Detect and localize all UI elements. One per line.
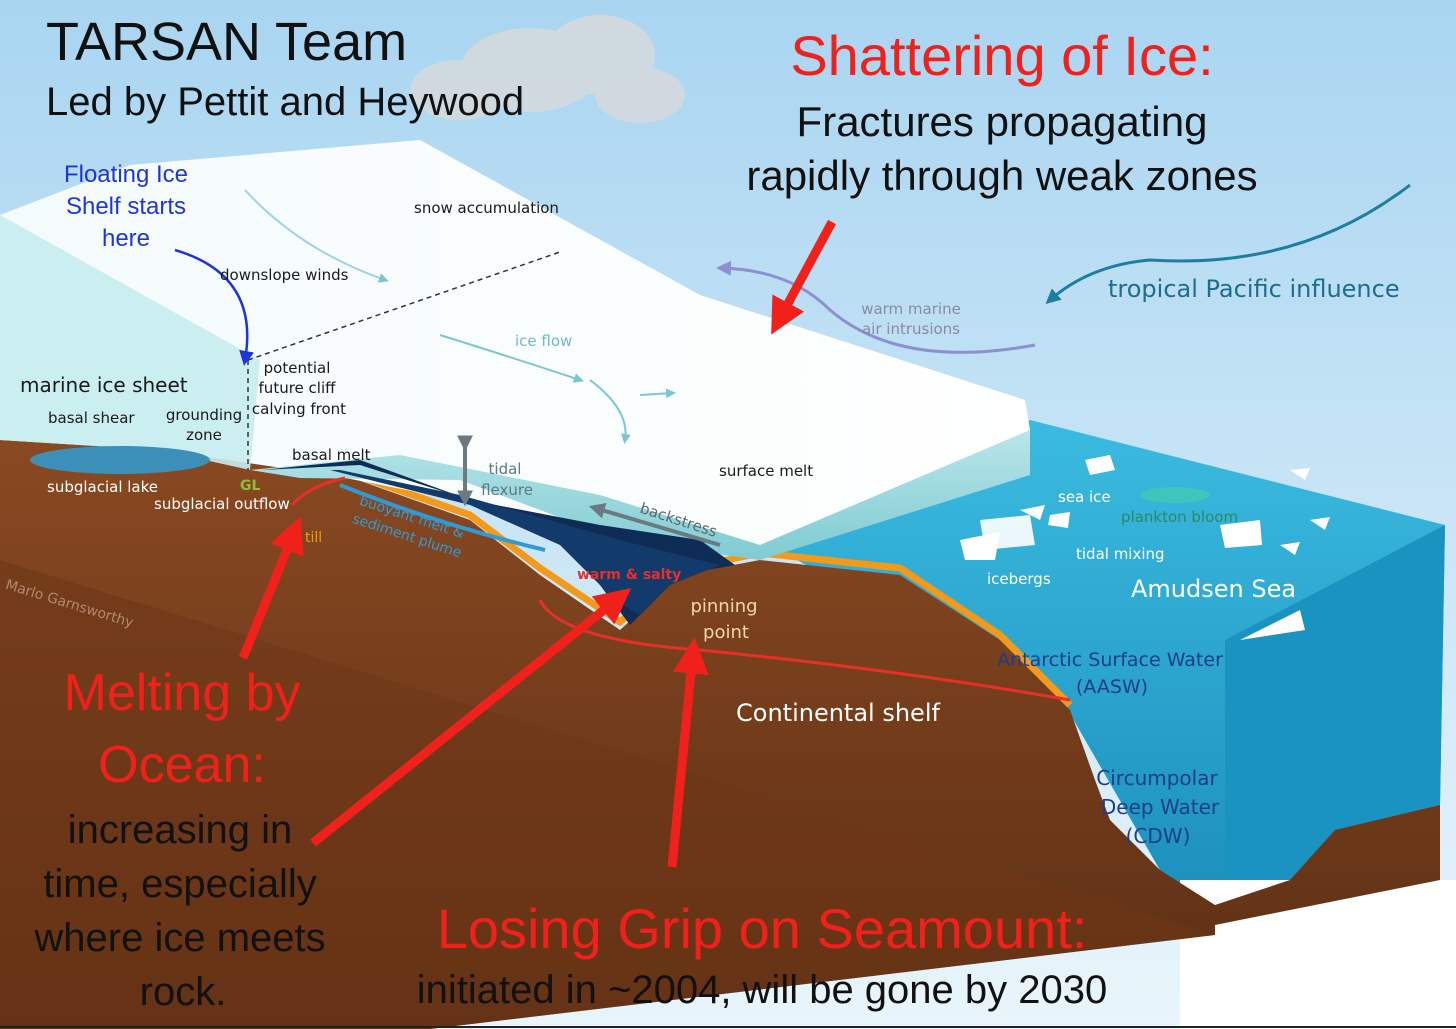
label-basal-melt: basal melt: [292, 446, 371, 464]
label-tropical-pacific: tropical Pacific influence: [1108, 275, 1400, 303]
label-till: till: [305, 530, 323, 546]
label-potential-3: calving front: [251, 400, 347, 418]
label-basal-shear: basal shear: [48, 409, 135, 427]
label-warm-marine-2: air intrusions: [861, 320, 961, 338]
label-tidal-mixing: tidal mixing: [1076, 545, 1165, 563]
label-tidal-2: flexure: [481, 481, 533, 499]
label-warm-salty: warm & salty: [577, 567, 682, 583]
label-subglacial-lake: subglacial lake: [47, 478, 159, 496]
melting-title-1: Melting by: [63, 664, 301, 722]
label-sea-ice: sea ice: [1058, 488, 1111, 506]
label-grounding-1: grounding: [165, 406, 243, 424]
label-ice-flow: ice flow: [515, 332, 573, 350]
page-subtitle: Led by Pettit and Heywood: [46, 80, 525, 124]
shattering-line2: rapidly through weak zones: [746, 152, 1258, 199]
label-gl: GL: [240, 478, 261, 494]
label-surface-melt: surface melt: [719, 462, 814, 480]
label-tidal-1: tidal: [488, 460, 522, 478]
melting-title-2: Ocean:: [98, 736, 266, 794]
label-aasw-1: Antarctic Surface Water: [997, 649, 1223, 671]
melting-line2: time, especially: [43, 862, 317, 906]
grip-line1: initiated in ~2004, will be gone by 2030: [416, 968, 1108, 1012]
label-grounding-2: zone: [186, 426, 222, 444]
label-amundsen-sea: Amudsen Sea: [1131, 575, 1297, 603]
melting-line4: rock.: [139, 970, 227, 1014]
page-title: TARSAN Team: [46, 12, 408, 72]
label-marine-ice-sheet: marine ice sheet: [20, 373, 188, 397]
label-cdw-3: (CDW): [1125, 824, 1191, 848]
label-pinning-2: point: [703, 622, 749, 643]
label-cdw-1: Circumpolar: [1096, 766, 1218, 790]
label-subglacial-outflow: subglacial outflow: [154, 495, 290, 513]
label-continental-shelf: Continental shelf: [736, 699, 940, 727]
label-potential-2: future cliff: [258, 379, 336, 397]
label-cdw-2: Deep Water: [1100, 795, 1220, 819]
label-downslope-winds: downslope winds: [220, 266, 349, 284]
label-aasw-2: (AASW): [1075, 676, 1149, 698]
grip-title: Losing Grip on Seamount:: [436, 897, 1088, 960]
cloud-shape: [410, 15, 685, 123]
floating-line3: here: [101, 225, 151, 252]
label-pinning-1: pinning: [690, 596, 758, 617]
shattering-line1: Fractures propagating: [796, 98, 1208, 145]
floating-line2: Shelf starts: [65, 193, 187, 220]
melting-line1: increasing in: [67, 808, 293, 852]
label-icebergs: icebergs: [987, 570, 1051, 588]
shattering-title: Shattering of Ice:: [790, 24, 1214, 87]
label-plankton-bloom: plankton bloom: [1121, 508, 1239, 526]
floating-line1: Floating Ice: [63, 161, 189, 188]
label-warm-marine-1: warm marine: [861, 300, 961, 318]
label-potential-1: potential: [263, 359, 331, 377]
label-snow-accumulation: snow accumulation: [414, 199, 559, 217]
sea-ice-shapes: [960, 455, 1330, 640]
melting-line3: where ice meets: [34, 916, 326, 960]
